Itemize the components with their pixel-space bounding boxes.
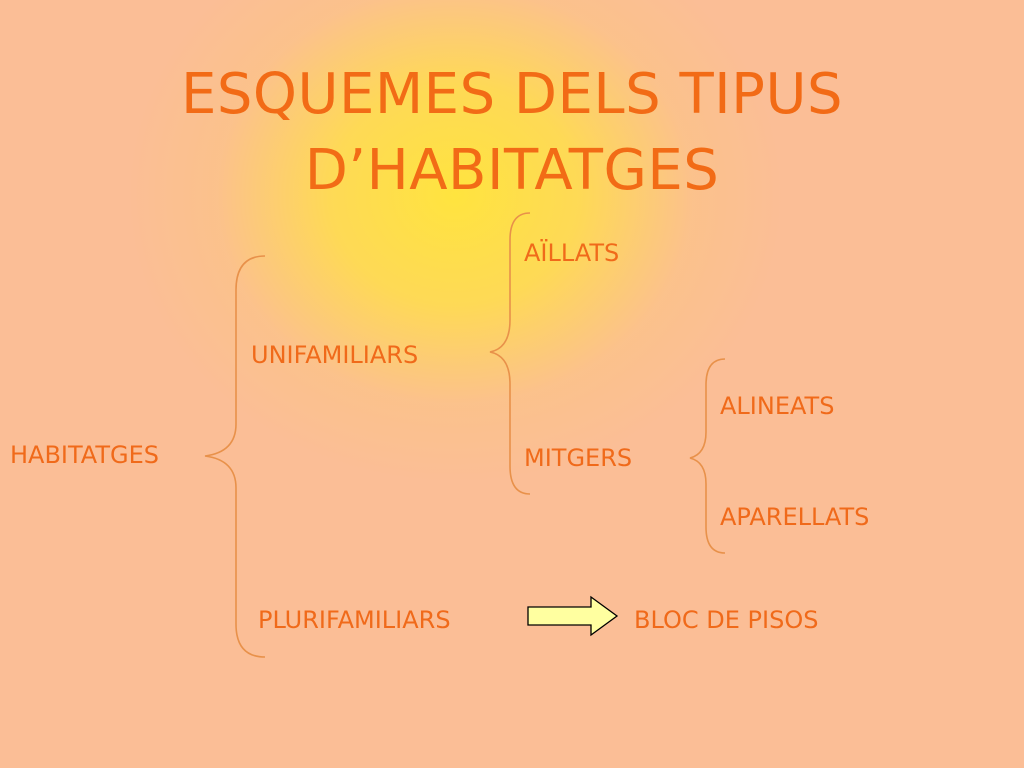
bracket-unifamiliars <box>489 212 531 495</box>
slide-title-line-1: ESQUEMES DELS TIPUS <box>180 62 843 127</box>
node-habitatges: HABITATGES <box>10 441 160 469</box>
node-mitgers: MITGERS <box>524 444 633 472</box>
arrow-plurifamiliars-to-bloc <box>527 595 619 637</box>
node-alineats: ALINEATS <box>720 392 835 420</box>
bracket-habitatges <box>204 255 266 658</box>
node-unifamiliars: UNIFAMILIARS <box>251 341 419 369</box>
node-bloc-de-pisos: BLOC DE PISOS <box>634 606 819 634</box>
node-aparellats: APARELLATS <box>720 503 870 531</box>
slide-title-line-2: D’HABITATGES <box>304 138 720 203</box>
node-aillats: AÏLLATS <box>524 239 620 267</box>
bracket-mitgers <box>689 358 726 554</box>
node-plurifamiliars: PLURIFAMILIARS <box>258 606 451 634</box>
